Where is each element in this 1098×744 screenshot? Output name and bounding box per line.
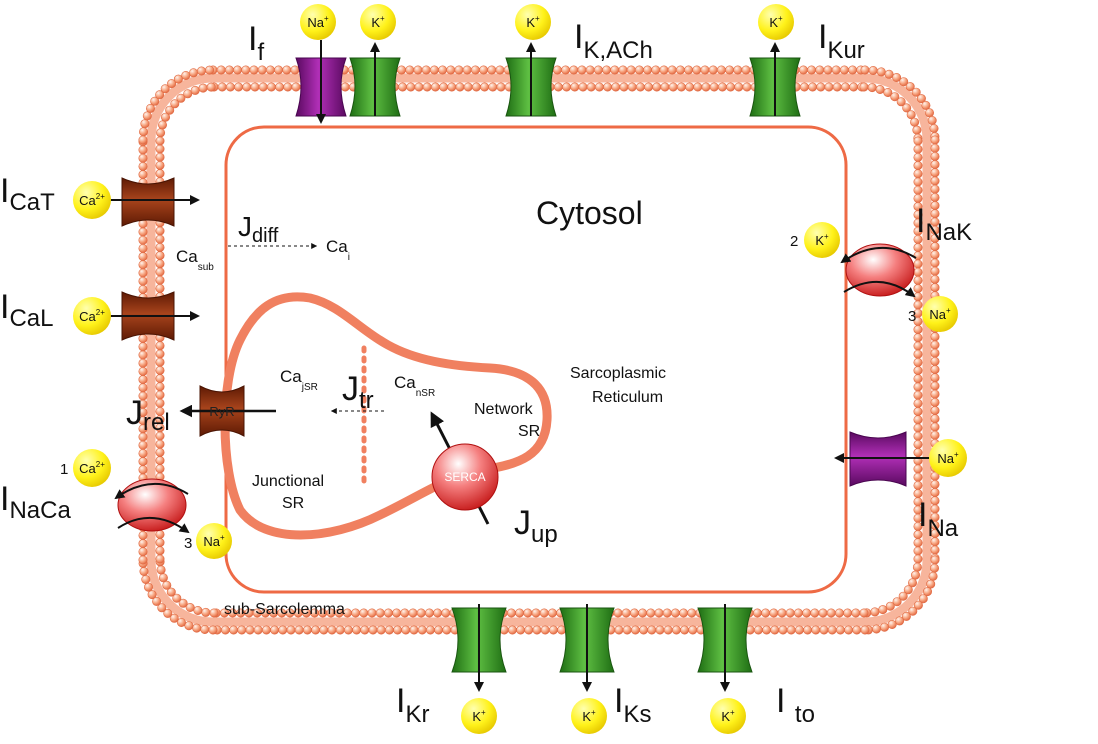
label-jrel: Jrel — [126, 394, 170, 436]
ion-k-ikach: K+ — [515, 4, 551, 40]
svg-text:K+: K+ — [526, 14, 540, 30]
ion-k-ikur: K+ — [758, 4, 794, 40]
ion-na-inaca: 3 Na+ — [184, 523, 232, 559]
svg-text:K+: K+ — [472, 708, 486, 724]
if-channel — [295, 40, 347, 124]
svg-text:K+: K+ — [815, 232, 829, 248]
ion-na-inak: 3 Na+ — [908, 296, 958, 332]
svg-text:3: 3 — [908, 308, 916, 325]
label-inak: INaK — [916, 202, 972, 246]
ikr-channel — [451, 604, 507, 692]
svg-text:Na+: Na+ — [929, 306, 951, 322]
label-network-2: SR — [518, 423, 540, 440]
label-cytosol: Cytosol — [536, 195, 643, 231]
label-sub-sarcolemma: sub-Sarcolemma — [224, 601, 345, 618]
label-ical: ICaL — [0, 288, 53, 332]
label-ikach: IK,ACh — [574, 18, 653, 64]
label-jdiff: Jdiff — [238, 211, 279, 247]
ina-channel — [834, 431, 930, 487]
svg-text:Ca2+: Ca2+ — [79, 460, 105, 476]
if-k-channel — [349, 42, 401, 117]
cell-membrane — [138, 65, 940, 635]
label-junctional-1: Junctional — [252, 473, 324, 490]
label-cai: Cai — [326, 237, 350, 263]
label-casub: Casub — [176, 247, 214, 273]
svg-text:Ca2+: Ca2+ — [79, 192, 105, 208]
svg-text:Ca2+: Ca2+ — [79, 308, 105, 324]
label-inaca: INaCa — [0, 480, 71, 524]
ion-k-if: K+ — [360, 4, 396, 40]
svg-text:1: 1 — [60, 461, 68, 478]
icat-channel — [108, 177, 200, 227]
label-network-1: Network — [474, 401, 534, 418]
label-jup: Jup — [514, 504, 558, 548]
label-cajsr: CajSR — [280, 367, 318, 393]
ion-na-if: Na+ — [300, 4, 336, 40]
svg-text:2: 2 — [790, 233, 798, 250]
label-ina: INa — [918, 496, 959, 542]
ion-k-inak: 2 K+ — [790, 222, 840, 258]
serca-pump: SERCA — [430, 411, 499, 525]
sarcoplasmic-reticulum-outline — [220, 292, 552, 540]
ion-ca-icat: Ca2+ — [73, 181, 111, 219]
label-cansr: CanSR — [394, 373, 435, 399]
label-ito: I to — [776, 682, 815, 728]
ion-na-ina: Na+ — [929, 439, 967, 477]
serca-label: SERCA — [444, 470, 485, 484]
label-sr-1: Sarcoplasmic — [570, 365, 666, 382]
ion-k-ikr: K+ — [461, 698, 497, 734]
svg-text:K+: K+ — [721, 708, 735, 724]
label-junctional-2: SR — [282, 495, 304, 512]
label-jtr: Jtr — [342, 370, 374, 414]
ical-channel — [108, 291, 200, 341]
iks-channel — [559, 604, 615, 692]
svg-text:Na+: Na+ — [937, 450, 959, 466]
label-sr-2: Reticulum — [592, 389, 663, 406]
label-if: If — [248, 20, 264, 66]
ion-ca-ical: Ca2+ — [73, 297, 111, 335]
ion-k-ito: K+ — [710, 698, 746, 734]
label-iks: IKs — [614, 682, 651, 728]
inak-pump — [840, 243, 917, 298]
svg-text:Na+: Na+ — [307, 14, 329, 30]
label-icat: ICaT — [0, 172, 55, 216]
ryr-channel: RyR — [179, 385, 276, 437]
cytosol-boundary — [224, 125, 848, 594]
ryr-label: RyR — [209, 404, 234, 419]
ion-ca-inaca: 1 Ca2+ — [60, 449, 111, 487]
label-ikr: IKr — [396, 682, 429, 728]
ikur-channel — [749, 42, 801, 117]
ion-k-iks: K+ — [571, 698, 607, 734]
ikach-channel — [505, 42, 557, 117]
svg-text:3: 3 — [184, 535, 192, 552]
label-ikur: IKur — [818, 18, 865, 64]
svg-text:K+: K+ — [371, 14, 385, 30]
inaca-exchanger — [114, 478, 190, 534]
svg-text:Na+: Na+ — [203, 533, 225, 549]
ito-channel — [697, 604, 753, 692]
svg-text:K+: K+ — [582, 708, 596, 724]
svg-text:K+: K+ — [769, 14, 783, 30]
